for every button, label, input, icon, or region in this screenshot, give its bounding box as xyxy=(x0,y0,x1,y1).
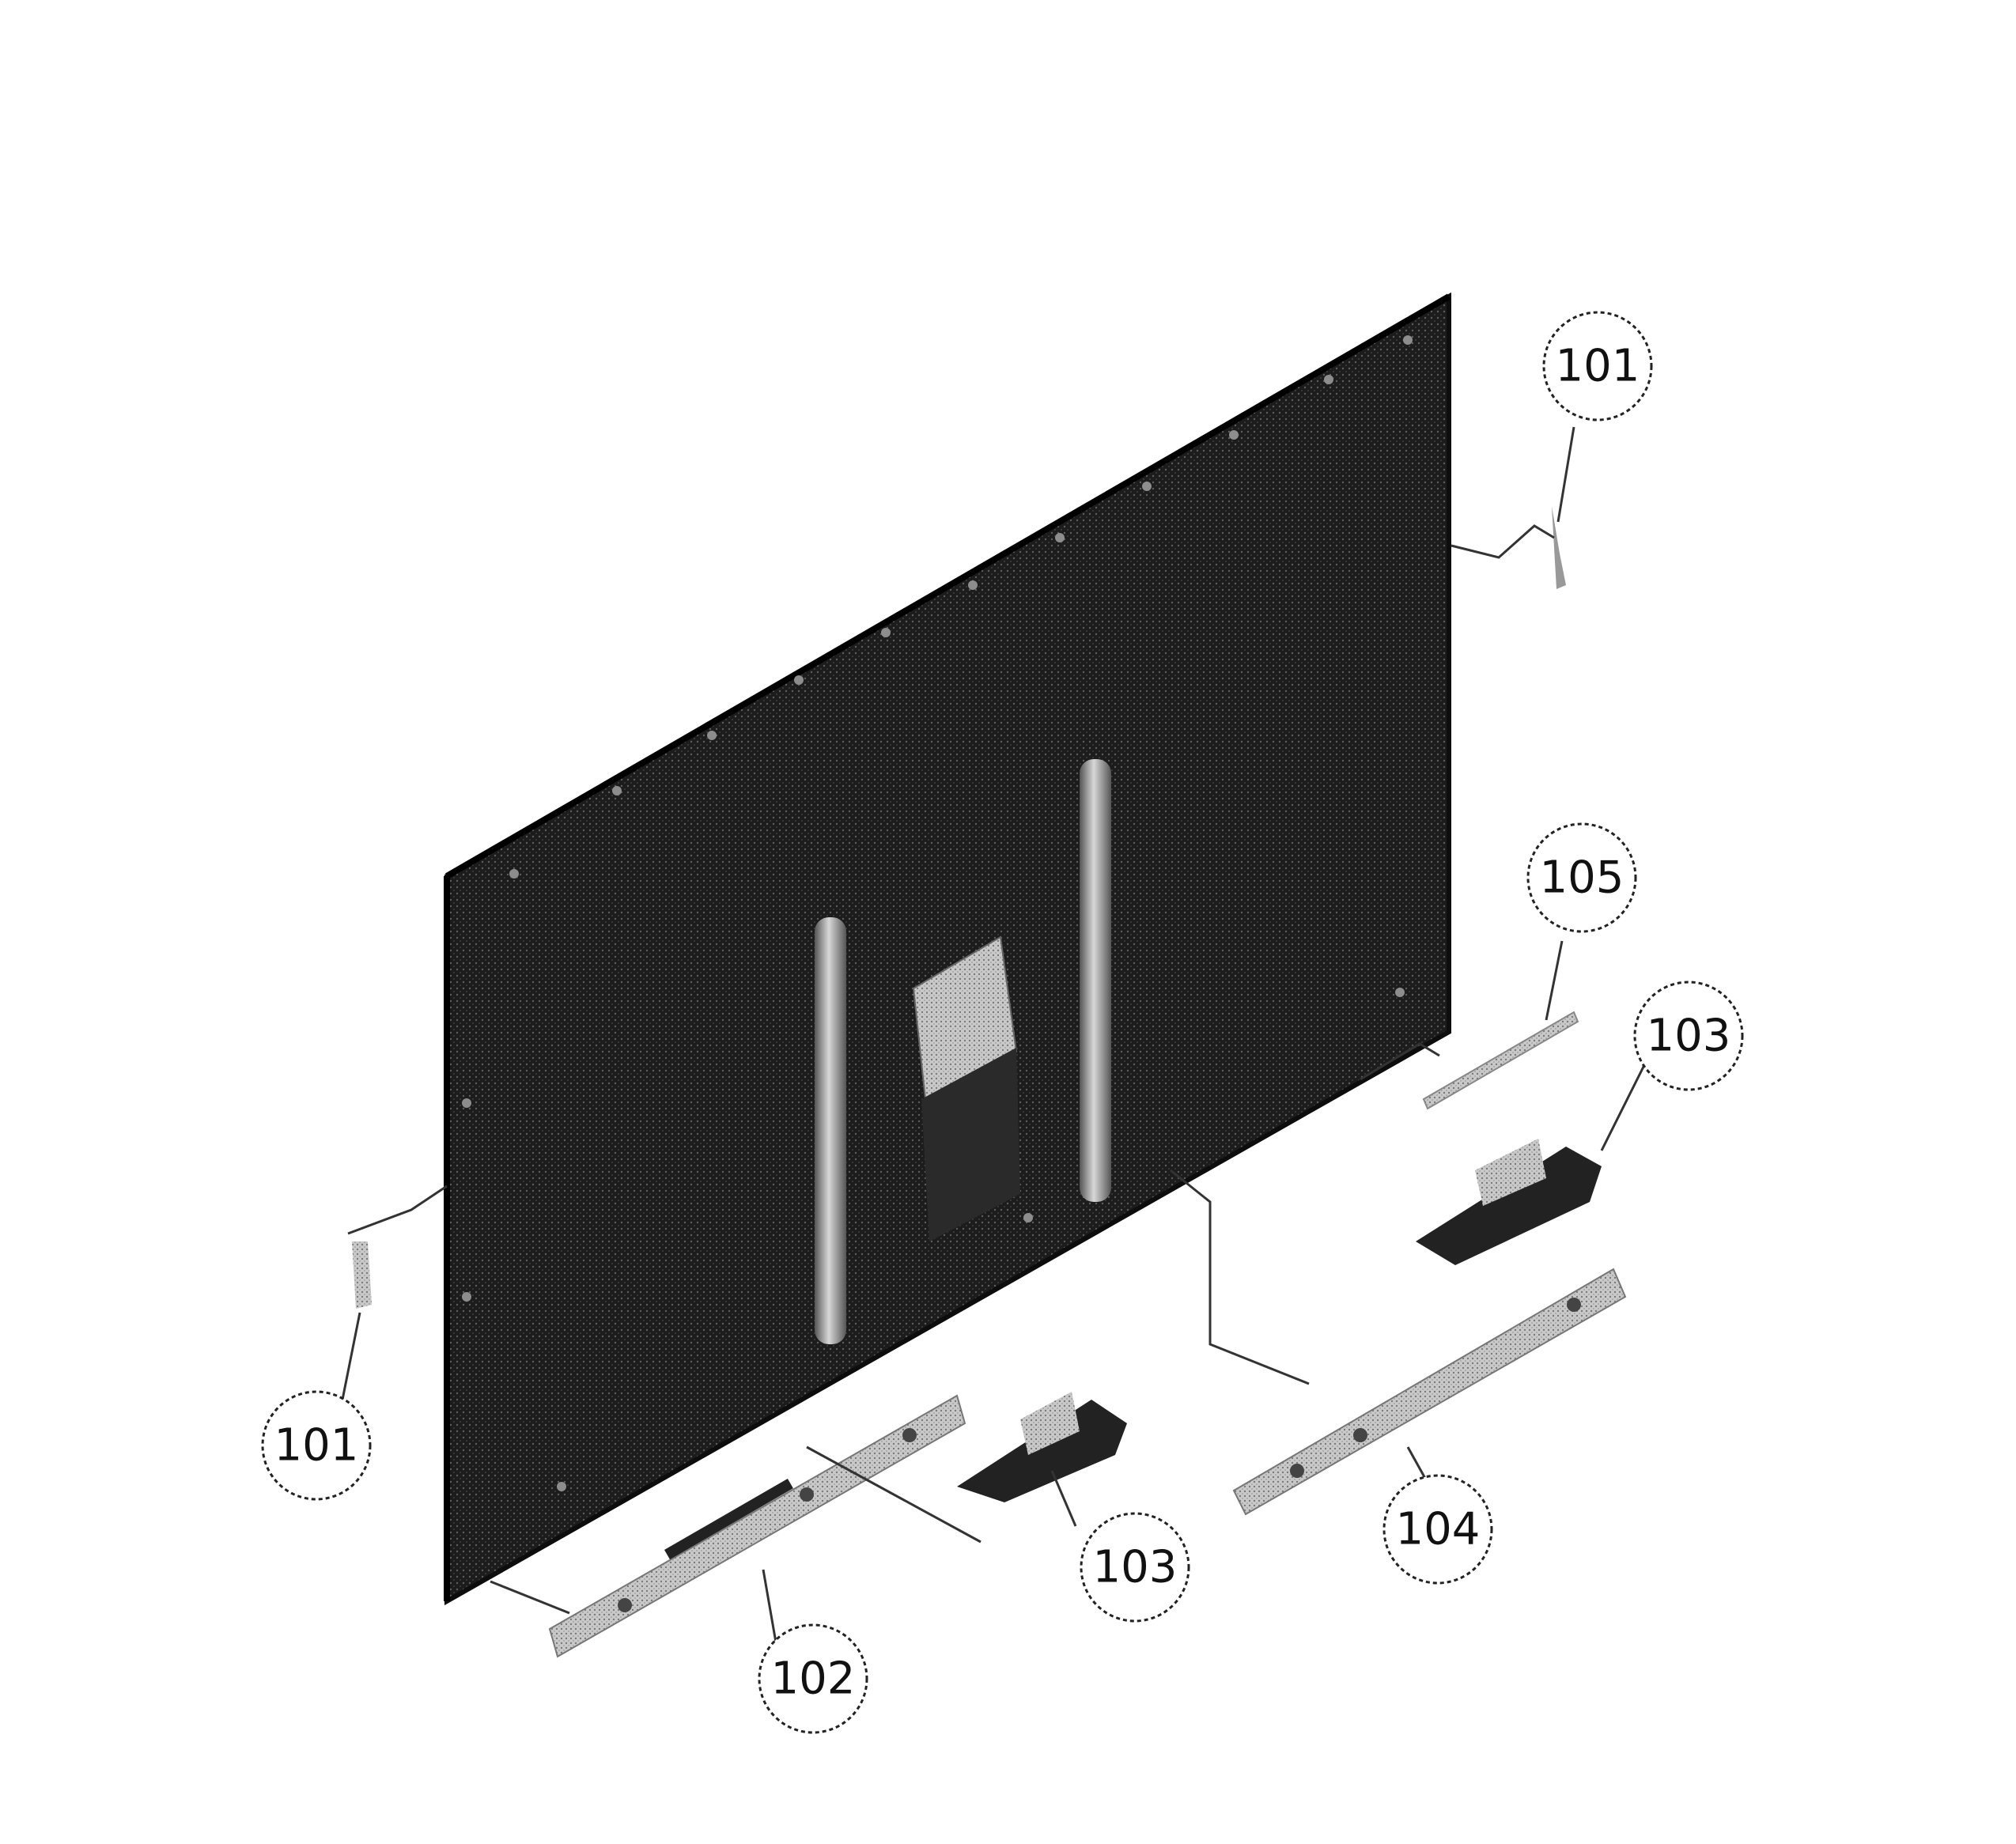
callout-number: 104 xyxy=(1396,1504,1481,1555)
callout-103-right: 103 xyxy=(1633,981,1744,1091)
callout-number: 101 xyxy=(274,1420,359,1472)
callout-number: 103 xyxy=(1647,1011,1731,1062)
foot-103-middle xyxy=(957,1392,1127,1502)
callout-102: 102 xyxy=(758,1623,868,1734)
callout-number: 103 xyxy=(1093,1542,1178,1593)
callout-105: 105 xyxy=(1526,822,1637,933)
callout-number: 101 xyxy=(1556,341,1640,392)
callout-103-middle: 103 xyxy=(1080,1512,1190,1623)
center-bracket-plate xyxy=(912,935,1020,1241)
panel-screw-holes xyxy=(462,335,1413,1491)
foot-103-right xyxy=(1416,1139,1602,1265)
callout-101-top: 101 xyxy=(1542,311,1653,421)
tv-back-panel xyxy=(444,292,1451,1606)
bracket-104 xyxy=(1232,1268,1627,1516)
screw-101-top xyxy=(1552,506,1566,589)
leader-lines xyxy=(339,426,1647,1661)
callout-number: 105 xyxy=(1540,852,1625,904)
strip-105 xyxy=(1422,1011,1579,1110)
screw-101-left xyxy=(352,1241,372,1309)
callout-104: 104 xyxy=(1382,1474,1493,1585)
bracket-102 xyxy=(548,1394,966,1658)
mounting-rail-left xyxy=(815,917,846,1344)
callout-101-left: 101 xyxy=(261,1390,372,1501)
mounting-rail-right xyxy=(1080,759,1111,1202)
callout-number: 102 xyxy=(771,1653,856,1705)
